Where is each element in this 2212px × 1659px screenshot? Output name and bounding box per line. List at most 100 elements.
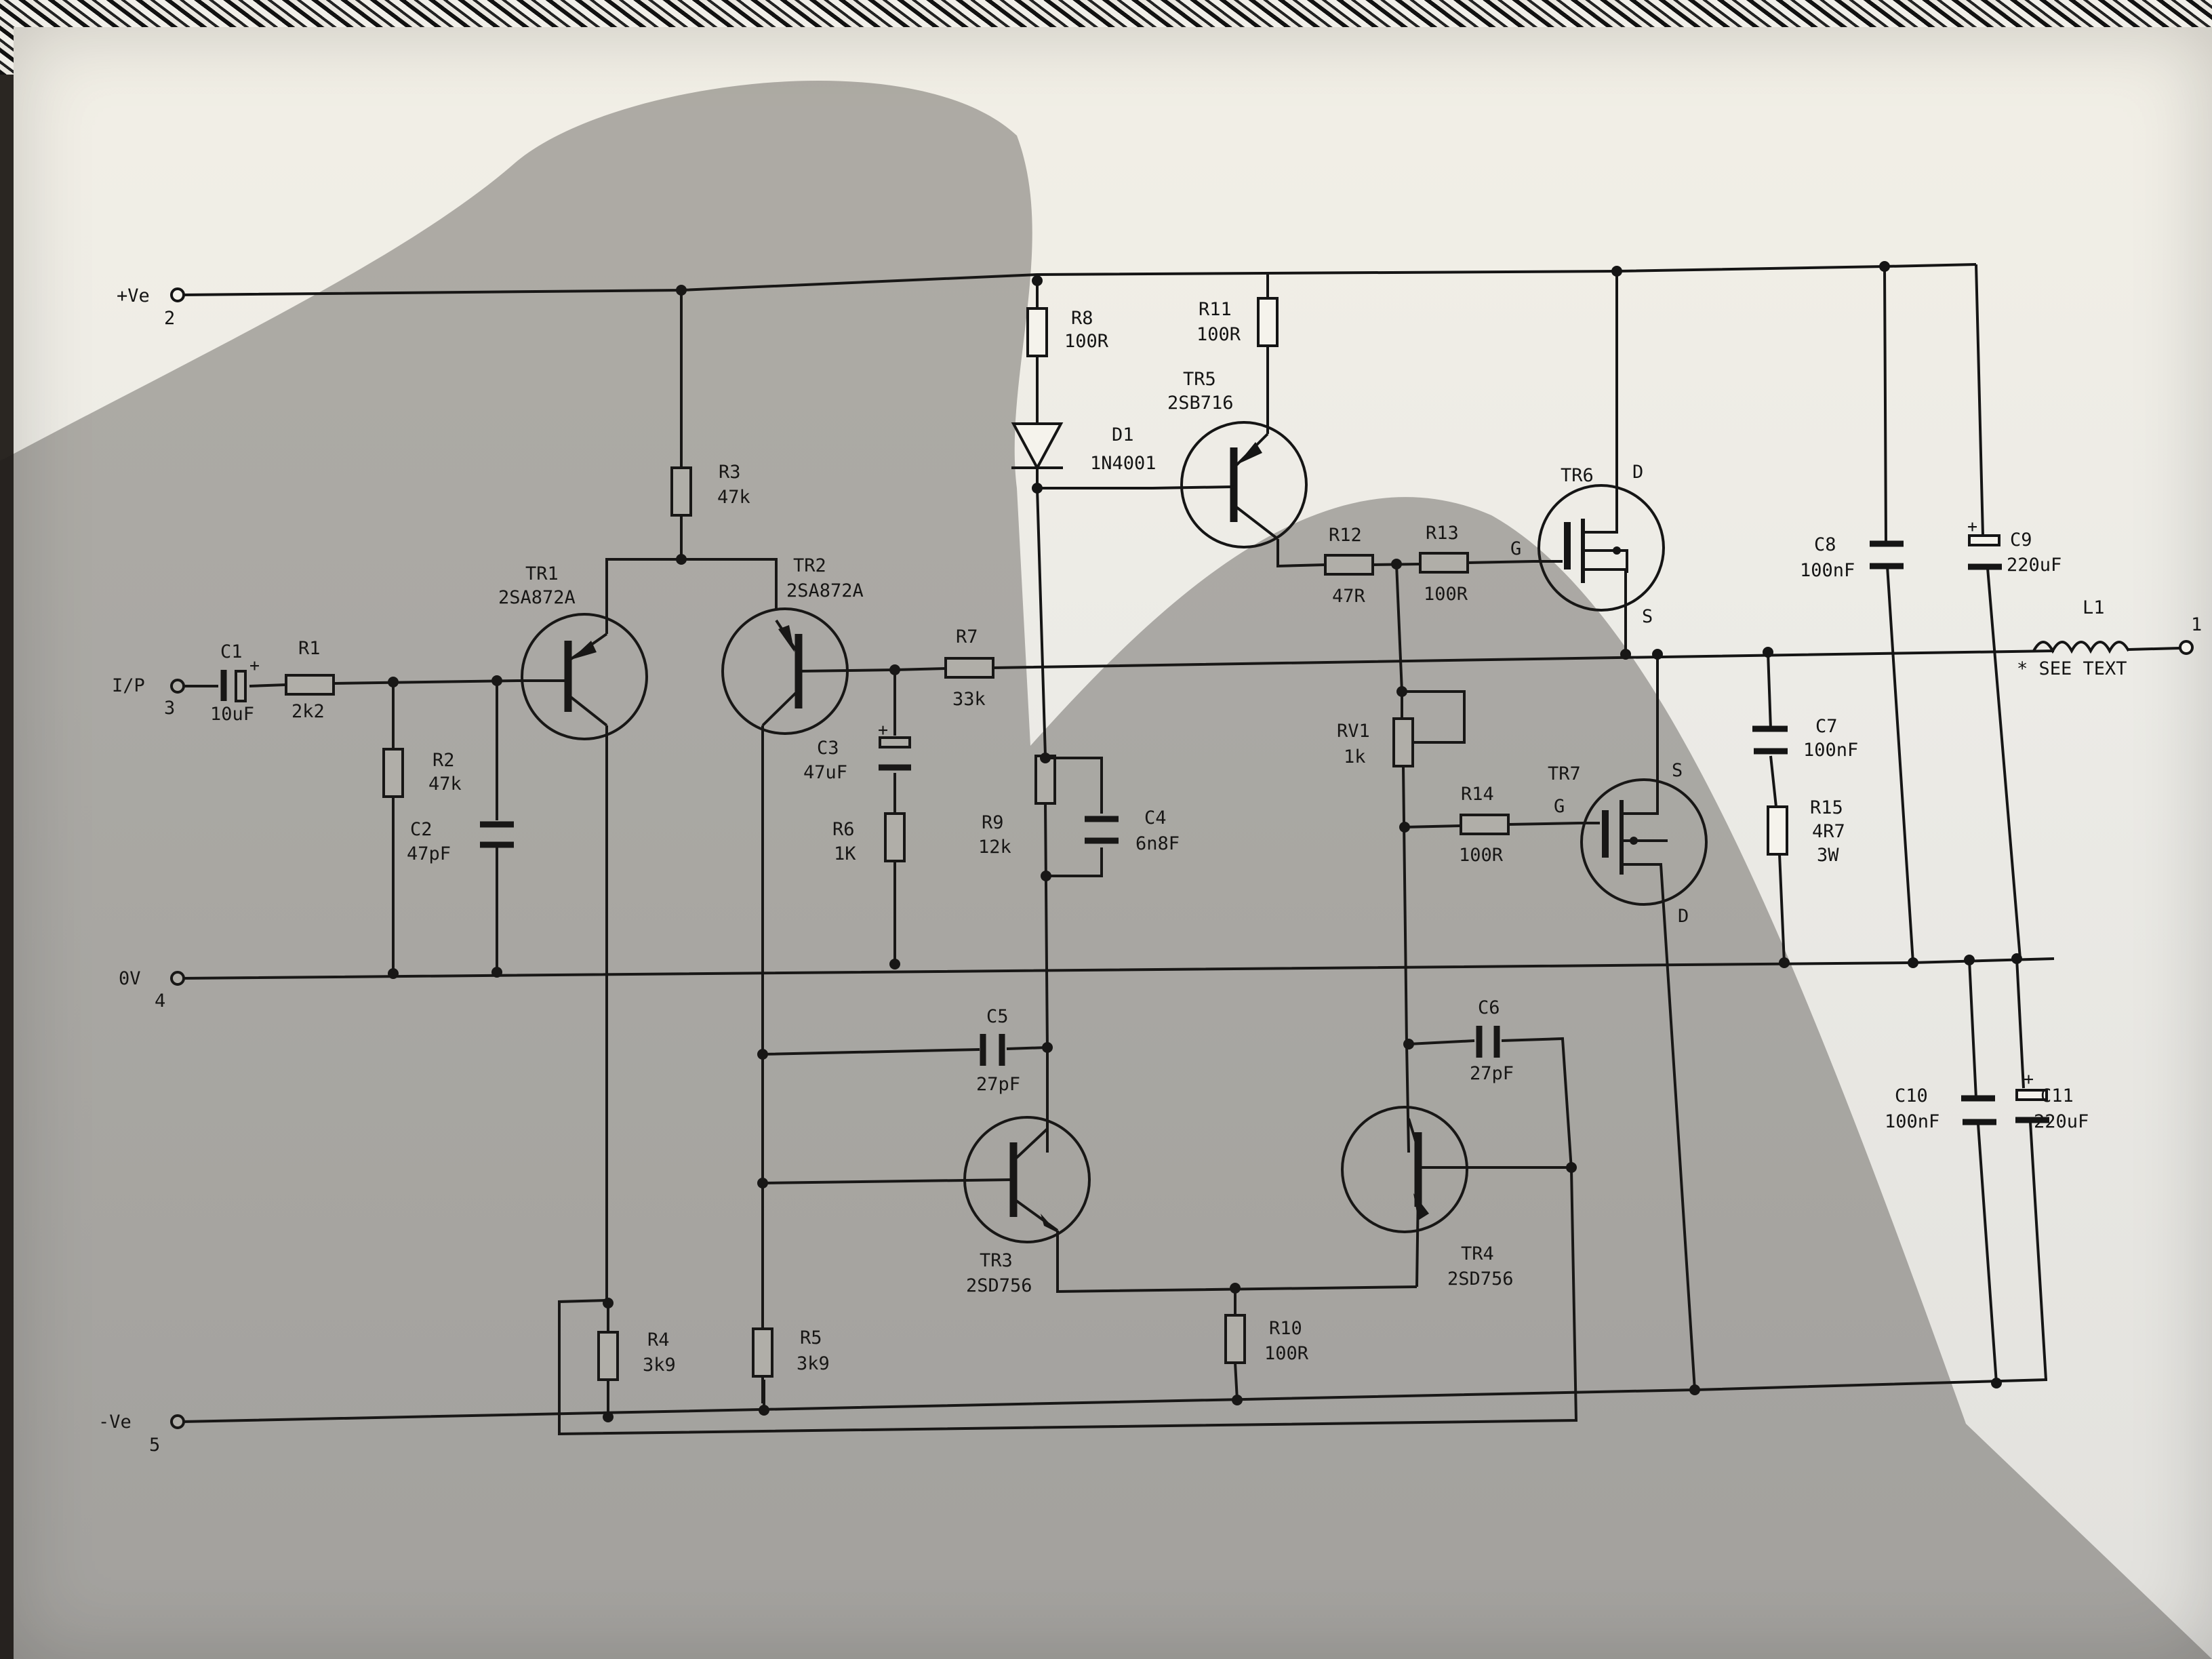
- label-tr2-value: 2SA872A: [786, 580, 864, 601]
- label-c3-value: 47uF: [803, 762, 847, 783]
- label-vpos: +Ve: [117, 285, 150, 306]
- vas-stage-left: [762, 1034, 1417, 1294]
- mosfet-tr6: [1533, 271, 1665, 651]
- label-tr7-source: S: [1672, 760, 1683, 781]
- label-c4-ref: C4: [1144, 807, 1167, 828]
- label-0v: 0V: [119, 968, 141, 989]
- label-input: I/P: [112, 675, 145, 696]
- label-tr4-value: 2SD756: [1447, 1268, 1514, 1290]
- label-0v-pin: 4: [155, 991, 165, 1012]
- label-c9-polarity: +: [1967, 517, 1977, 536]
- label-r2-value: 47k: [428, 774, 462, 795]
- capacitor-c1: [220, 670, 247, 702]
- label-r3-ref: R3: [719, 462, 741, 483]
- label-r12-ref: R12: [1329, 525, 1362, 546]
- label-tr1-ref: TR1: [525, 563, 559, 584]
- label-c1-ref: C1: [220, 641, 243, 662]
- label-output-pin: 1: [2191, 614, 2202, 635]
- input-section: [182, 290, 778, 974]
- label-c10-value: 100nF: [1885, 1111, 1939, 1132]
- label-tr6-ref: TR6: [1561, 465, 1594, 486]
- label-tr6-source: S: [1642, 606, 1653, 627]
- label-r1-ref: R1: [298, 638, 321, 659]
- label-r6-ref: R6: [832, 819, 855, 840]
- terminal-0v: [170, 971, 185, 986]
- label-r4-ref: R4: [647, 1330, 670, 1351]
- label-r14-value: 100R: [1459, 845, 1504, 866]
- terminal-input: [170, 679, 185, 694]
- label-c3-ref: C3: [817, 738, 839, 759]
- label-rv1-ref: RV1: [1337, 721, 1370, 742]
- labels: +Ve 2 I/P 3 0V 4 -Ve 5 1 C1 + 10uF R1 2k…: [98, 285, 2202, 1456]
- label-c9-ref: C9: [2010, 529, 2032, 551]
- junction-dots: [388, 261, 2022, 1422]
- label-c5-ref: C5: [986, 1006, 1009, 1027]
- label-c5-value: 27pF: [976, 1074, 1020, 1095]
- feedback-network: [879, 649, 2055, 964]
- supply-decoupling-positive: [1870, 264, 2022, 963]
- label-c7-value: 100nF: [1803, 740, 1858, 761]
- label-r9-value: 12k: [978, 837, 1011, 858]
- label-d1-ref: D1: [1112, 424, 1134, 445]
- label-c7-ref: C7: [1815, 716, 1838, 737]
- label-tr2-ref: TR2: [793, 555, 826, 576]
- label-d1-value: 1N4001: [1090, 453, 1157, 474]
- label-tr5-value: 2SB716: [1167, 393, 1234, 414]
- label-c6-value: 27pF: [1470, 1063, 1514, 1084]
- label-r5-value: 3k9: [797, 1353, 830, 1374]
- label-vneg-pin: 5: [149, 1435, 160, 1456]
- label-input-pin: 3: [164, 698, 175, 719]
- mosfet-tr7: [1580, 654, 1708, 1391]
- label-r9-ref: R9: [982, 812, 1004, 833]
- label-r4-value: 3k9: [643, 1355, 676, 1376]
- resistor-r15: [1767, 805, 1788, 856]
- label-r15-ref: R15: [1810, 797, 1843, 818]
- label-tr4-ref: TR4: [1461, 1243, 1494, 1264]
- zobel-network: [1752, 652, 1788, 963]
- label-r1-value: 2k2: [291, 701, 325, 722]
- label-r11-ref: R11: [1199, 299, 1232, 320]
- label-r15-rating: 3W: [1817, 845, 1839, 866]
- transistor-tr1: [519, 600, 648, 1305]
- label-r5-ref: R5: [800, 1327, 822, 1348]
- label-c1-polarity: +: [249, 656, 260, 675]
- label-c8-ref: C8: [1814, 534, 1836, 555]
- label-tr7-drain: D: [1678, 906, 1689, 927]
- inductor-l1: [2032, 640, 2194, 655]
- resistor-r11: [1257, 297, 1279, 347]
- label-c2-ref: C2: [410, 819, 433, 840]
- supply-decoupling-negative: [1961, 958, 2049, 1384]
- label-r13-value: 100R: [1424, 584, 1468, 605]
- label-r7-value: 33k: [952, 689, 986, 710]
- label-tr7-gate: G: [1554, 796, 1565, 817]
- label-r3-value: 47k: [717, 487, 750, 508]
- transistor-tr2: [721, 607, 896, 1403]
- label-tr6-drain: D: [1632, 462, 1643, 483]
- terminal-vneg: [170, 1414, 185, 1429]
- label-r13-ref: R13: [1426, 523, 1459, 544]
- label-c10-ref: C10: [1895, 1085, 1928, 1106]
- label-tr1-value: 2SA872A: [498, 587, 576, 608]
- capacitor-c2: [480, 821, 514, 848]
- label-c1-value: 10uF: [210, 704, 254, 725]
- label-rv1-value: 1k: [1344, 746, 1366, 767]
- terminal-vpos: [170, 287, 185, 302]
- label-c4-value: 6n8F: [1135, 833, 1180, 854]
- label-c11-value: 220uF: [2034, 1111, 2089, 1132]
- label-r8-value: 100R: [1064, 331, 1109, 352]
- label-c2-value: 47pF: [407, 843, 451, 864]
- label-l1-note: * SEE TEXT: [2017, 658, 2127, 679]
- label-r15-value: 4R7: [1812, 821, 1845, 842]
- label-tr3-ref: TR3: [980, 1250, 1013, 1271]
- label-r8-ref: R8: [1071, 308, 1093, 329]
- vas-stage-right: [558, 1026, 1578, 1436]
- label-tr3-value: 2SD756: [966, 1275, 1032, 1296]
- label-c9-value: 220uF: [2007, 555, 2062, 576]
- label-c8-value: 100nF: [1800, 560, 1855, 581]
- label-r7-ref: R7: [956, 626, 978, 647]
- hand-shadow: [0, 81, 2212, 1659]
- label-tr5-ref: TR5: [1183, 369, 1216, 390]
- label-vpos-pin: 2: [164, 308, 175, 329]
- resistor-r8: [1026, 307, 1048, 357]
- label-r2-ref: R2: [433, 750, 455, 771]
